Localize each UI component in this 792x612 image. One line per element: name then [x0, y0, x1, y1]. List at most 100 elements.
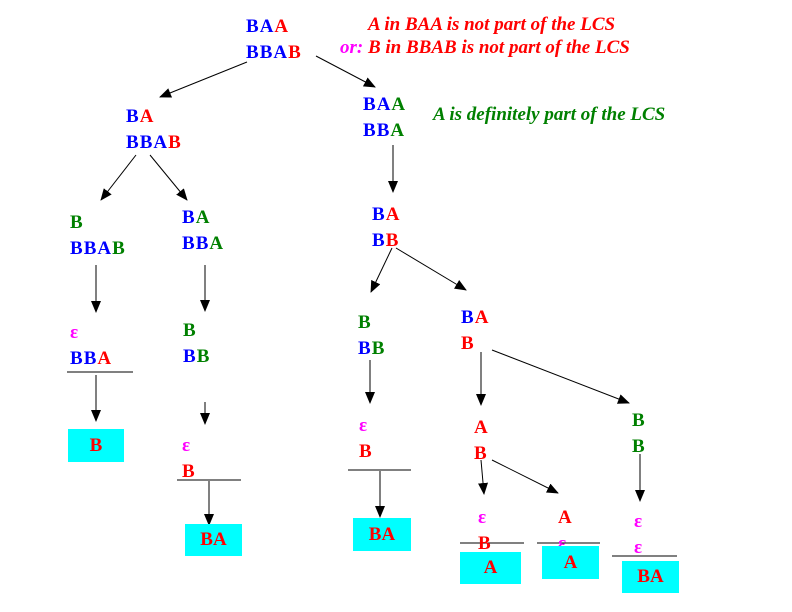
node-second-string: BBAB — [126, 130, 182, 156]
node-char: A — [558, 507, 572, 528]
tree-arrow — [491, 349, 630, 404]
node-first-string: ε — [478, 505, 492, 531]
node-char: ε — [634, 537, 643, 558]
node-char: A — [209, 233, 224, 254]
result-text-r6: BA — [637, 566, 664, 587]
node-char: B — [363, 120, 376, 141]
tree-arrow — [315, 55, 376, 88]
node-first-string: ε — [70, 320, 112, 346]
node-first-string: ε — [359, 413, 373, 439]
result-box-r1 — [68, 429, 124, 462]
node-char: B — [70, 348, 83, 369]
node-second-string: BBA — [363, 118, 406, 144]
node-char: B — [126, 132, 139, 153]
node-second-string: ε — [558, 531, 573, 557]
node-first-string: BAA — [246, 14, 302, 40]
node-second-string: BBA — [70, 346, 112, 372]
node-char: A — [195, 207, 210, 228]
node-char: B — [376, 120, 390, 141]
node-char: B — [359, 441, 372, 462]
node-first-string: BAA — [363, 92, 406, 118]
result-box-r3 — [353, 518, 411, 551]
node-char: B — [385, 230, 399, 251]
node-char: B — [183, 320, 196, 341]
node-char: A — [376, 94, 391, 115]
node-first-string: B — [358, 310, 385, 336]
node-second-string: ε — [634, 535, 643, 561]
node-char: B — [182, 207, 195, 228]
node-first-string: ε — [182, 433, 196, 459]
node-char: B — [461, 333, 474, 354]
node-char: A — [474, 307, 489, 328]
result-box-r2 — [185, 524, 242, 556]
tree-arrow — [395, 247, 467, 291]
node-first-string: ε — [634, 509, 643, 535]
node-char: ε — [558, 533, 567, 554]
node-char: A — [259, 16, 274, 37]
node-second-string: B — [478, 531, 492, 557]
root-annotation-1: A in BAA is not part of the LCS — [368, 14, 616, 35]
result-text-r3: BA — [368, 523, 396, 545]
node-char: ε — [70, 322, 79, 343]
node-char: ε — [478, 507, 487, 528]
node-char: B — [70, 238, 83, 259]
result-text-r5: A — [563, 551, 578, 573]
node-char: A — [153, 132, 168, 153]
node-char: A — [274, 16, 289, 37]
node-char: B — [83, 238, 97, 259]
node-char: B — [372, 204, 385, 225]
node-char: B — [112, 238, 125, 259]
node-second-string: BBAB — [246, 40, 302, 66]
node-second-string: B — [632, 434, 646, 460]
node-char: B — [195, 233, 209, 254]
result-text-r2: BA — [200, 529, 227, 550]
node-char: B — [363, 94, 376, 115]
node-char: B — [358, 312, 371, 333]
root-annotation-2: or: B in BBAB is not part of the LCS — [340, 37, 630, 59]
root-annotation-2-text: B in BBAB is not part of the LCS — [367, 37, 630, 58]
node-char: B — [70, 212, 83, 233]
node-second-string: B — [359, 439, 373, 465]
node-char: B — [358, 338, 371, 359]
node-char: A — [97, 238, 112, 259]
node-first-string: BA — [182, 205, 224, 231]
result-text-r4: A — [483, 557, 498, 578]
tree-arrow — [149, 154, 188, 201]
node-first-string: A — [558, 505, 573, 531]
node-char: B — [182, 233, 195, 254]
node-char: B — [461, 307, 474, 328]
node-second-string: BB — [372, 228, 400, 254]
or-label: or: — [340, 37, 364, 58]
result-text-r1: B — [89, 434, 103, 456]
tree-arrow — [159, 61, 248, 98]
node-char: A — [391, 94, 406, 115]
tree-node-n5: BA BB — [372, 202, 400, 254]
node-char: A — [385, 204, 400, 225]
tree-arrow — [100, 154, 137, 201]
node-char: B — [259, 42, 273, 63]
node-char: B — [246, 16, 259, 37]
node-char: ε — [634, 511, 643, 532]
node-char: ε — [359, 415, 368, 436]
node-char: B — [182, 461, 195, 482]
node-char: B — [246, 42, 259, 63]
node-first-string: B — [632, 408, 646, 434]
node-second-string: B — [474, 441, 489, 467]
result-box-r5 — [542, 546, 599, 579]
node-char: A — [390, 120, 405, 141]
